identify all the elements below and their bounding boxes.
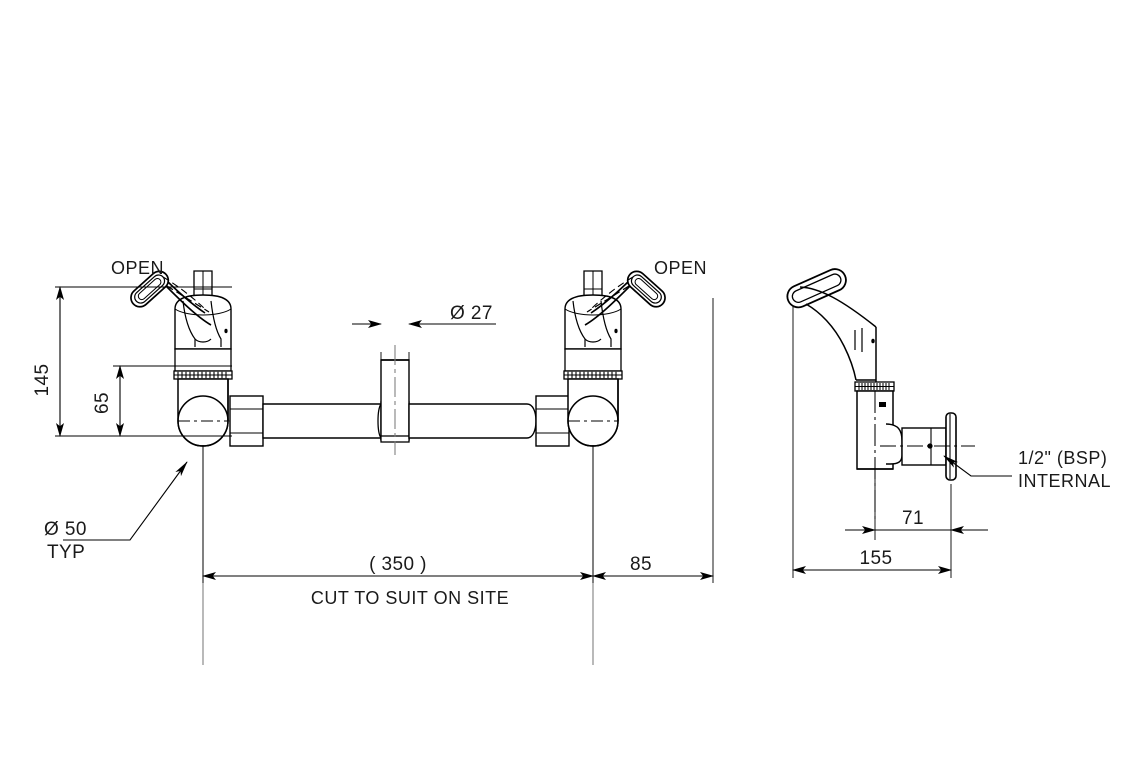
open-label-left: OPEN — [111, 258, 164, 278]
note-bsp-line2: INTERNAL — [1018, 471, 1111, 491]
pipe-left-segment — [262, 403, 391, 439]
dimension-350-text: ( 350 ) — [369, 554, 427, 575]
dimension-71-text: 71 — [902, 508, 924, 529]
cut-to-suit-note: CUT TO SUIT ON SITE — [311, 588, 509, 608]
dimension-155: 155 — [792, 548, 952, 574]
dimension-65: 65 — [92, 365, 232, 437]
dimension-145: 145 — [32, 286, 232, 437]
connecting-pipe — [229, 345, 570, 455]
dimension-71: 71 — [845, 470, 988, 578]
side-knurl-band — [854, 381, 895, 392]
right-valve-assembly — [563, 266, 670, 447]
note-dia50-typ: Ø 50 TYP — [44, 461, 188, 563]
dimension-dia27-text: Ø 27 — [450, 303, 493, 324]
dimension-65-text: 65 — [92, 392, 113, 414]
note-typ-text: TYP — [47, 542, 85, 563]
side-lever-handle — [786, 268, 877, 383]
side-valve-body — [856, 390, 975, 520]
dimension-85-text: 85 — [630, 554, 652, 575]
front-elevation-view: OPEN OPEN 145 65 Ø 27 Ø 50 TYP — [32, 258, 714, 665]
left-union-nut — [229, 395, 264, 447]
open-label-right: OPEN — [654, 258, 707, 278]
pipe-right-segment — [408, 403, 537, 439]
dimension-350-85: ( 350 ) CUT TO SUIT ON SITE 85 — [202, 298, 714, 608]
side-elevation-view: 1/2" (BSP) INTERNAL 71 155 — [786, 268, 1111, 578]
note-dia50-text: Ø 50 — [44, 519, 87, 540]
note-bsp-internal: 1/2" (BSP) INTERNAL — [943, 448, 1111, 491]
dimension-155-text: 155 — [860, 548, 893, 569]
left-valve-assembly — [126, 266, 233, 447]
note-bsp-line1: 1/2" (BSP) — [1018, 448, 1107, 468]
dimension-145-text: 145 — [32, 364, 53, 397]
dimension-dia27: Ø 27 — [352, 303, 496, 408]
right-union-nut — [535, 395, 570, 447]
